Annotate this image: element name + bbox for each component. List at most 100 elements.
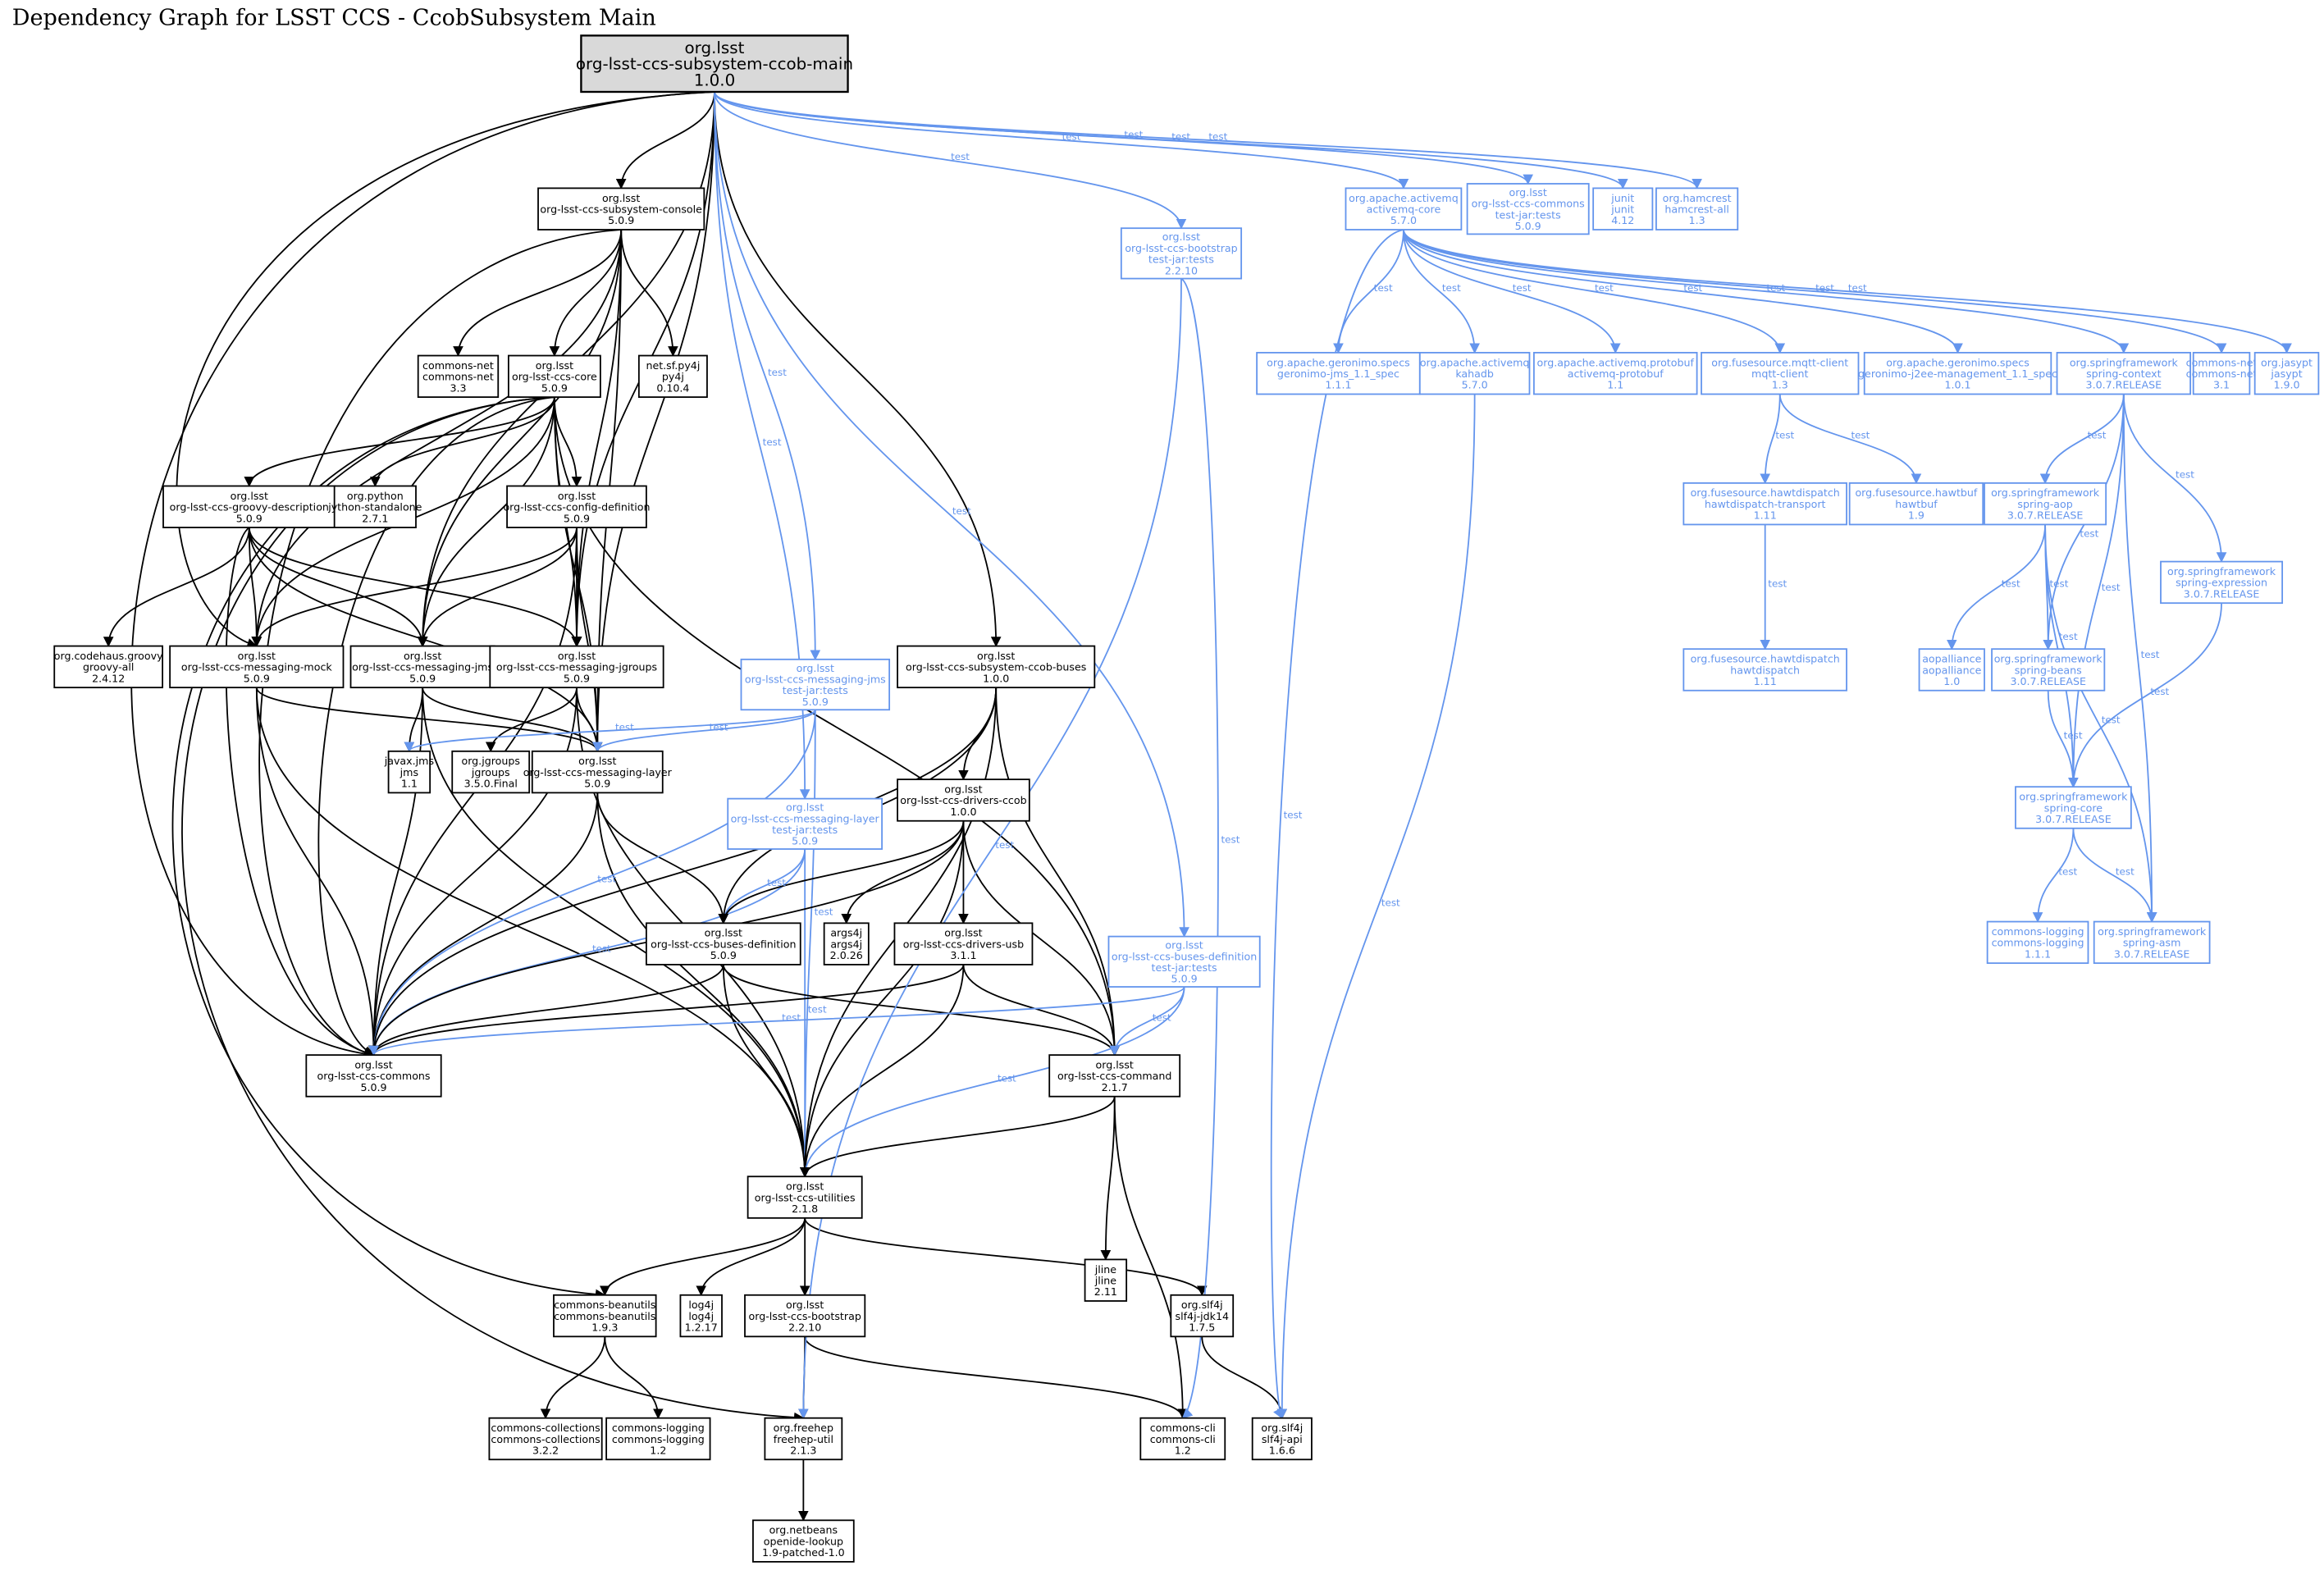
node-ccobbuses[interactable]: org.lsstorg-lsst-ccs-subsystem-ccob-buse… [897, 645, 1096, 689]
node-box [1048, 1054, 1181, 1098]
node-springasm[interactable]: org.springframeworkspring-asm3.0.7.RELEA… [2093, 920, 2211, 965]
node-springexpr[interactable]: org.springframeworkspring-expression3.0.… [2160, 560, 2284, 605]
node-root[interactable]: org.lsstorg-lsst-ccs-subsystem-ccob-main… [576, 34, 853, 94]
node-artifact: org-lsst-ccs-buses-definition [651, 938, 796, 950]
edge-springexpr-to-springcore [2068, 603, 2222, 788]
edge-groovydesc-to-codehaus [103, 527, 250, 647]
node-jgroupsmsg[interactable]: org.lsstorg-lsst-ccs-messaging-jgroups5.… [489, 645, 664, 689]
edge-label-test: test [2102, 714, 2121, 726]
node-box [2160, 560, 2284, 605]
node-box [1863, 352, 2052, 395]
edge-mock-to-utilities [255, 687, 810, 1178]
node-version: 5.7.0 [1390, 214, 1417, 226]
node-box [349, 645, 495, 689]
node-group: org.apache.geronimo.specs [1886, 356, 2030, 368]
node-protobuf[interactable]: org.apache.activemq.protobufactivemq-pro… [1532, 352, 1698, 395]
node-version: 1.6.6 [1269, 1445, 1295, 1457]
edge-label-test: test [1153, 1012, 1171, 1024]
node-hawtdispatch[interactable]: org.fusesource.hawtdispatchhawtdispatch1… [1683, 648, 1847, 692]
edge-activemqcore-to-geronimojms [1333, 229, 1404, 354]
node-version: 2.2.10 [1165, 264, 1198, 276]
node-layer[interactable]: org.lsstorg-lsst-ccs-messaging-layer5.0.… [523, 750, 673, 794]
node-box [451, 750, 531, 794]
node-busesdef[interactable]: org.lsstorg-lsst-ccs-buses-definition5.0… [645, 922, 801, 965]
node-groovydesc[interactable]: org.lsstorg-lsst-ccs-groovy-description5… [162, 485, 336, 528]
node-group: org.apache.geronimo.specs [1267, 356, 1410, 368]
node-box [605, 1417, 711, 1461]
node-box [752, 1519, 855, 1563]
node-version: 3.0.7.RELEASE [2035, 813, 2112, 825]
node-artifact: org-lsst-ccs-messaging-mock [181, 661, 332, 673]
node-box [1139, 1417, 1226, 1461]
edge-label-test: test [952, 505, 971, 517]
node-springcore[interactable]: org.springframeworkspring-core3.0.7.RELE… [2015, 786, 2132, 829]
node-jmstests[interactable]: org.lsstorg-lsst-ccs-messaging-jmstest-j… [740, 658, 891, 711]
node-artifact: openide-lookup [764, 1535, 843, 1547]
node-configdef[interactable]: org.lsstorg-lsst-ccs-config-definition5.… [503, 485, 651, 528]
edge-activemqcore-to-slf4japi [1270, 229, 1404, 1419]
node-artifact: org-lsst-ccs-commons [1472, 198, 1585, 210]
node-layertests[interactable]: org.lsstorg-lsst-ccs-messaging-layertest… [727, 797, 883, 850]
node-box [162, 485, 336, 528]
node-springcontext[interactable]: org.springframeworkspring-context3.0.7.R… [2056, 352, 2192, 395]
node-netbeans[interactable]: org.netbeansopenide-lookup1.9-patched-1.… [752, 1519, 855, 1563]
node-artifact: org-lsst-ccs-command [1057, 1070, 1171, 1082]
node-springbeans[interactable]: org.springframeworkspring-beans3.0.7.REL… [1991, 648, 2106, 692]
node-console[interactable]: org.lsstorg-lsst-ccs-subsystem-console5.… [537, 187, 705, 231]
node-geronimojms[interactable]: org.apache.geronimo.specsgeronimo-jms_1.… [1256, 352, 1421, 395]
node-artifact: geronimo-jms_1.1_spec [1277, 367, 1399, 380]
node-version: 2.1.7 [1102, 1081, 1128, 1093]
node-artifact: spring-aop [2017, 498, 2072, 510]
node-springaop[interactable]: org.springframeworkspring-aop3.0.7.RELEA… [1984, 482, 2107, 526]
node-group: org.apache.activemq.protobuf [1537, 356, 1695, 368]
edge-root-to-junit [714, 91, 1628, 189]
node-bootstraptests[interactable]: org.lsstorg-lsst-ccs-bootstraptest-jar:t… [1120, 227, 1243, 280]
node-hawttransport[interactable]: org.fusesource.hawtdispatchhawtdispatch-… [1683, 482, 1847, 526]
node-version: 5.0.9 [584, 778, 610, 790]
edge-activemqcore-to-protobuf [1403, 229, 1621, 354]
node-j2ee[interactable]: org.apache.geronimo.specsgeronimo-j2ee-m… [1858, 352, 2057, 395]
node-commonstests[interactable]: org.lsstorg-lsst-ccs-commonstest-jar:tes… [1466, 183, 1590, 235]
node-box [417, 354, 500, 399]
node-box [897, 645, 1096, 689]
node-busesdeftests[interactable]: org.lsstorg-lsst-ccs-buses-definitiontes… [1107, 935, 1261, 988]
node-box [823, 922, 870, 965]
node-artifact: mqtt-client [1751, 367, 1808, 380]
node-collections[interactable]: commons-collectionscommons-collections3.… [488, 1417, 603, 1461]
node-artifact: jython-standalone [327, 501, 422, 514]
